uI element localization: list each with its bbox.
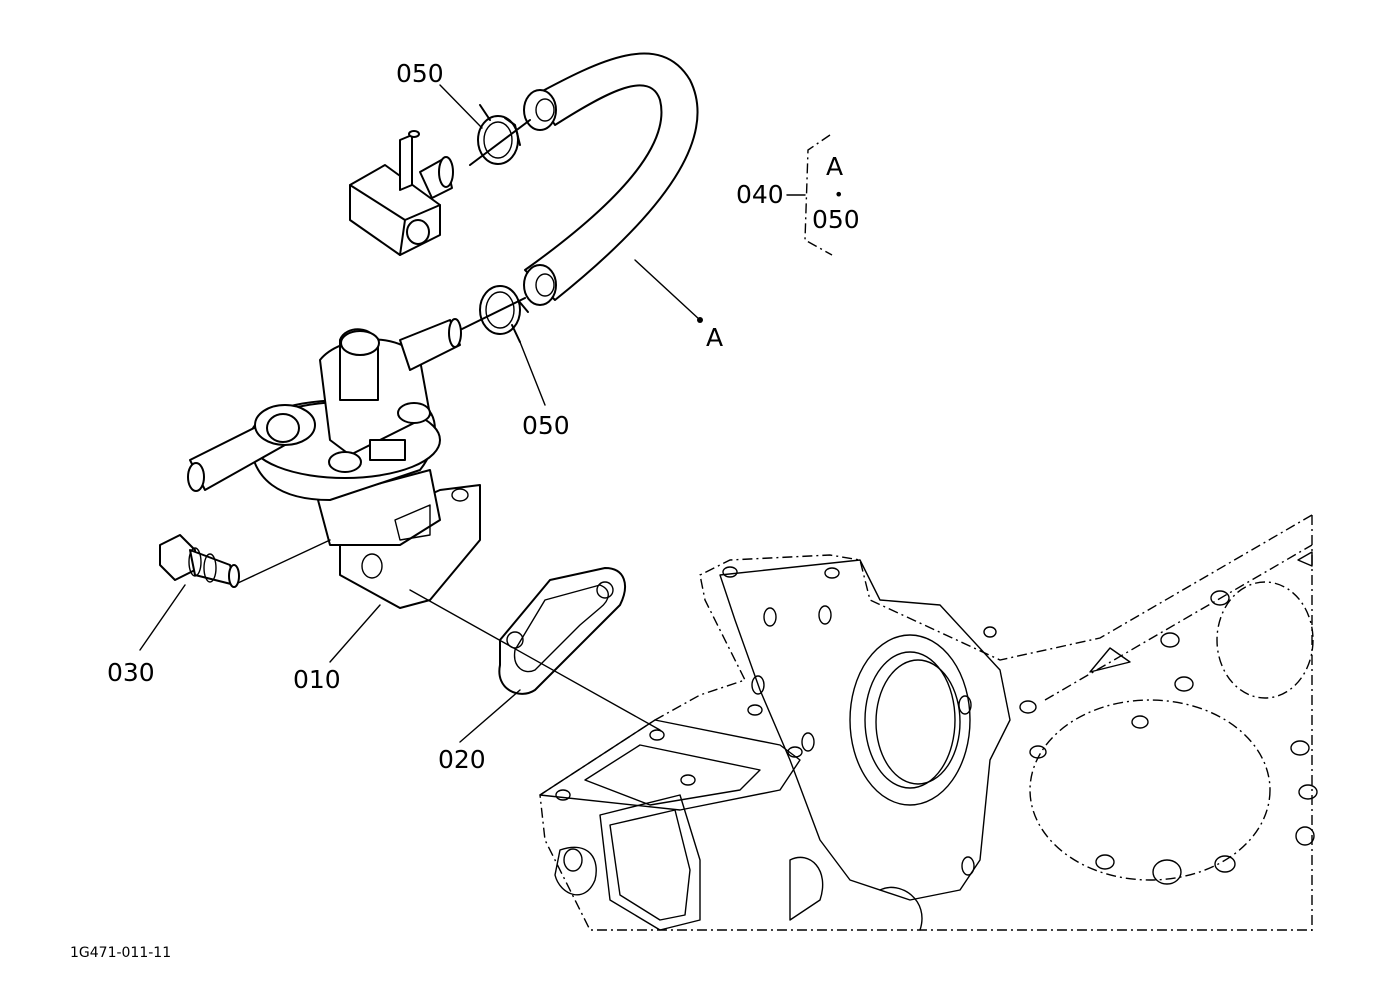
- fuel-pump: [187, 318, 481, 609]
- gasket: [498, 567, 626, 695]
- part-labels: 050 050 A 040 030 010 020: [107, 59, 784, 774]
- label-clamp-lower: 050: [522, 411, 570, 440]
- fuel-hose: [523, 52, 699, 306]
- engine-block: [539, 514, 1318, 935]
- label-fuel-pump: 010: [293, 665, 341, 694]
- filter-fitting: [349, 130, 454, 256]
- set-bracket: A • 050: [786, 134, 860, 256]
- legend-clamp: 050: [812, 205, 860, 234]
- document-id: 1G471-011-11: [70, 945, 171, 961]
- label-joint-bolt: 030: [107, 658, 155, 687]
- legend-part-a: A: [826, 152, 843, 181]
- label-clamp-upper: 050: [396, 59, 444, 88]
- leader-lines: [139, 84, 703, 743]
- label-ref-a: A: [706, 323, 723, 352]
- legend-bullet: •: [834, 185, 843, 204]
- hose-clamp-lower: [459, 285, 529, 343]
- label-gasket: 020: [438, 745, 486, 774]
- joint-bolt: [159, 534, 240, 588]
- hose-clamp-upper: [469, 104, 531, 166]
- label-hose-set: 040: [736, 180, 784, 209]
